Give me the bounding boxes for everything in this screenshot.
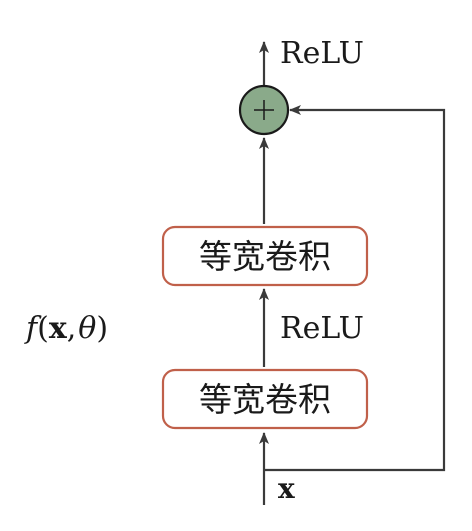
conv-box-upper (161, 225, 369, 287)
conv-box-upper-label: 等宽卷积 (199, 237, 331, 276)
function-label-close-paren: ) (96, 311, 108, 346)
output-activation-label: ReLU (280, 36, 364, 71)
conv-box-lower (161, 368, 369, 430)
function-label-comma: , (67, 311, 77, 346)
function-label-theta: θ (78, 311, 96, 346)
conv-box-lower-label: 等宽卷积 (199, 380, 331, 419)
input-label: x (278, 472, 295, 505)
function-label: f(x,θ) (24, 311, 108, 346)
function-label-x: x (49, 311, 68, 346)
function-label-open-paren: ( (37, 311, 49, 346)
skip-connection-line (264, 105, 446, 472)
mid-activation-label: ReLU (280, 311, 364, 346)
